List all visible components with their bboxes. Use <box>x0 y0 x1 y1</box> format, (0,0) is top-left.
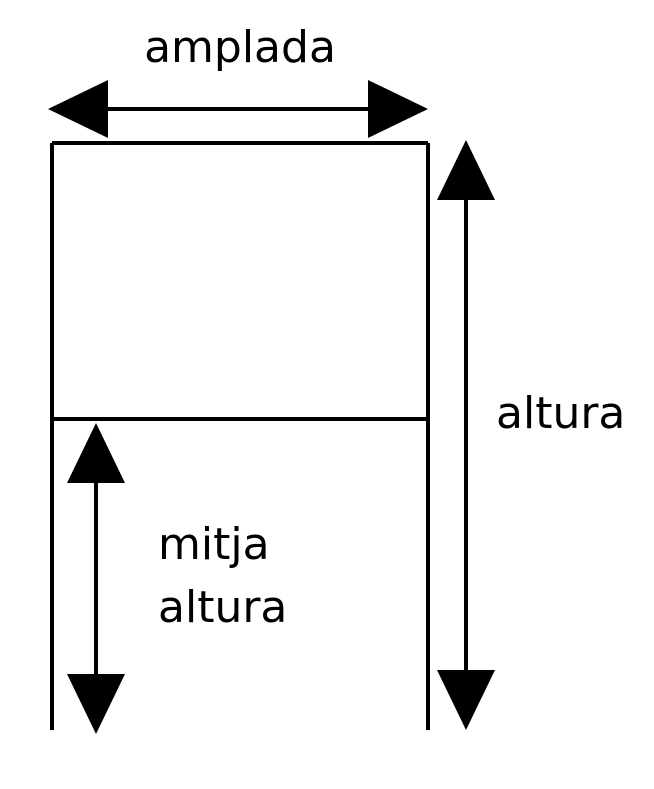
height-arrow <box>437 140 495 730</box>
height-label: altura <box>496 388 625 439</box>
half-height-label-line1: mitja <box>158 519 270 570</box>
width-arrow-left-head <box>48 80 108 138</box>
frame <box>50 141 430 730</box>
width-label: amplada <box>144 22 336 73</box>
half-height-arrow-bottom-head <box>67 674 125 734</box>
half-height-label-line2: altura <box>158 582 287 633</box>
height-arrow-top-head <box>437 140 495 200</box>
half-height-arrow <box>67 423 125 734</box>
height-arrow-bottom-head <box>437 670 495 730</box>
width-arrow-right-head <box>368 80 428 138</box>
width-arrow <box>48 80 428 138</box>
half-height-arrow-top-head <box>67 423 125 483</box>
